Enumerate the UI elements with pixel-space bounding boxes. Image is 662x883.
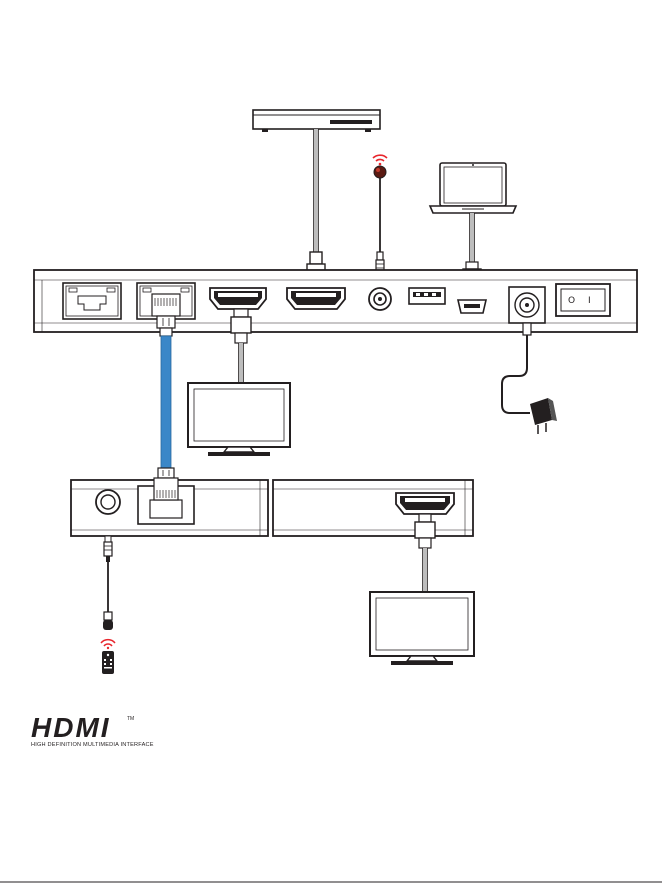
power-cable (502, 323, 531, 413)
remote-monitor-icon (370, 592, 474, 665)
dc-jack-icon (509, 287, 545, 323)
hdmi-loop-out-cable (231, 309, 251, 383)
monitor-icon (188, 383, 290, 456)
hdmi-logo-tagline: HIGH DEFINITION MULTIMEDIA INTERFACE (31, 742, 154, 748)
ir-emitter-icon (373, 155, 387, 178)
rocker-switch-icon: O I (556, 284, 610, 316)
receiver-ir-jack-port-icon (96, 490, 120, 514)
hdmi-input-cable (307, 129, 325, 288)
hdmi-loop-out-port-icon (210, 288, 266, 309)
set-top-box-icon (253, 110, 380, 132)
receiver-hdmi-cable (415, 514, 435, 592)
remote-control-icon (101, 640, 115, 674)
laptop-icon (430, 163, 516, 213)
rj45-port-icon (63, 283, 121, 319)
ir-receiver-icon (103, 612, 113, 630)
switch-on-mark: I (588, 296, 591, 306)
hdmi-logo-word: HDMI (31, 712, 111, 743)
ir-jack-port-icon (369, 288, 391, 310)
receiver-hdmi-port-icon (396, 493, 454, 514)
ir-receiver-cable (104, 536, 112, 612)
hdmi-logo-trademark: TM (127, 716, 134, 722)
power-adapter-icon (530, 398, 557, 434)
usb-port-icon (409, 288, 445, 304)
cat-cable (158, 328, 174, 478)
hdmi-input-port-icon (287, 288, 345, 309)
switch-off-mark: O (568, 296, 575, 306)
micro-usb-port-icon (458, 300, 486, 313)
hdmi-logo: HDMI TM HIGH DEFINITION MULTIMEDIA INTER… (31, 712, 154, 748)
